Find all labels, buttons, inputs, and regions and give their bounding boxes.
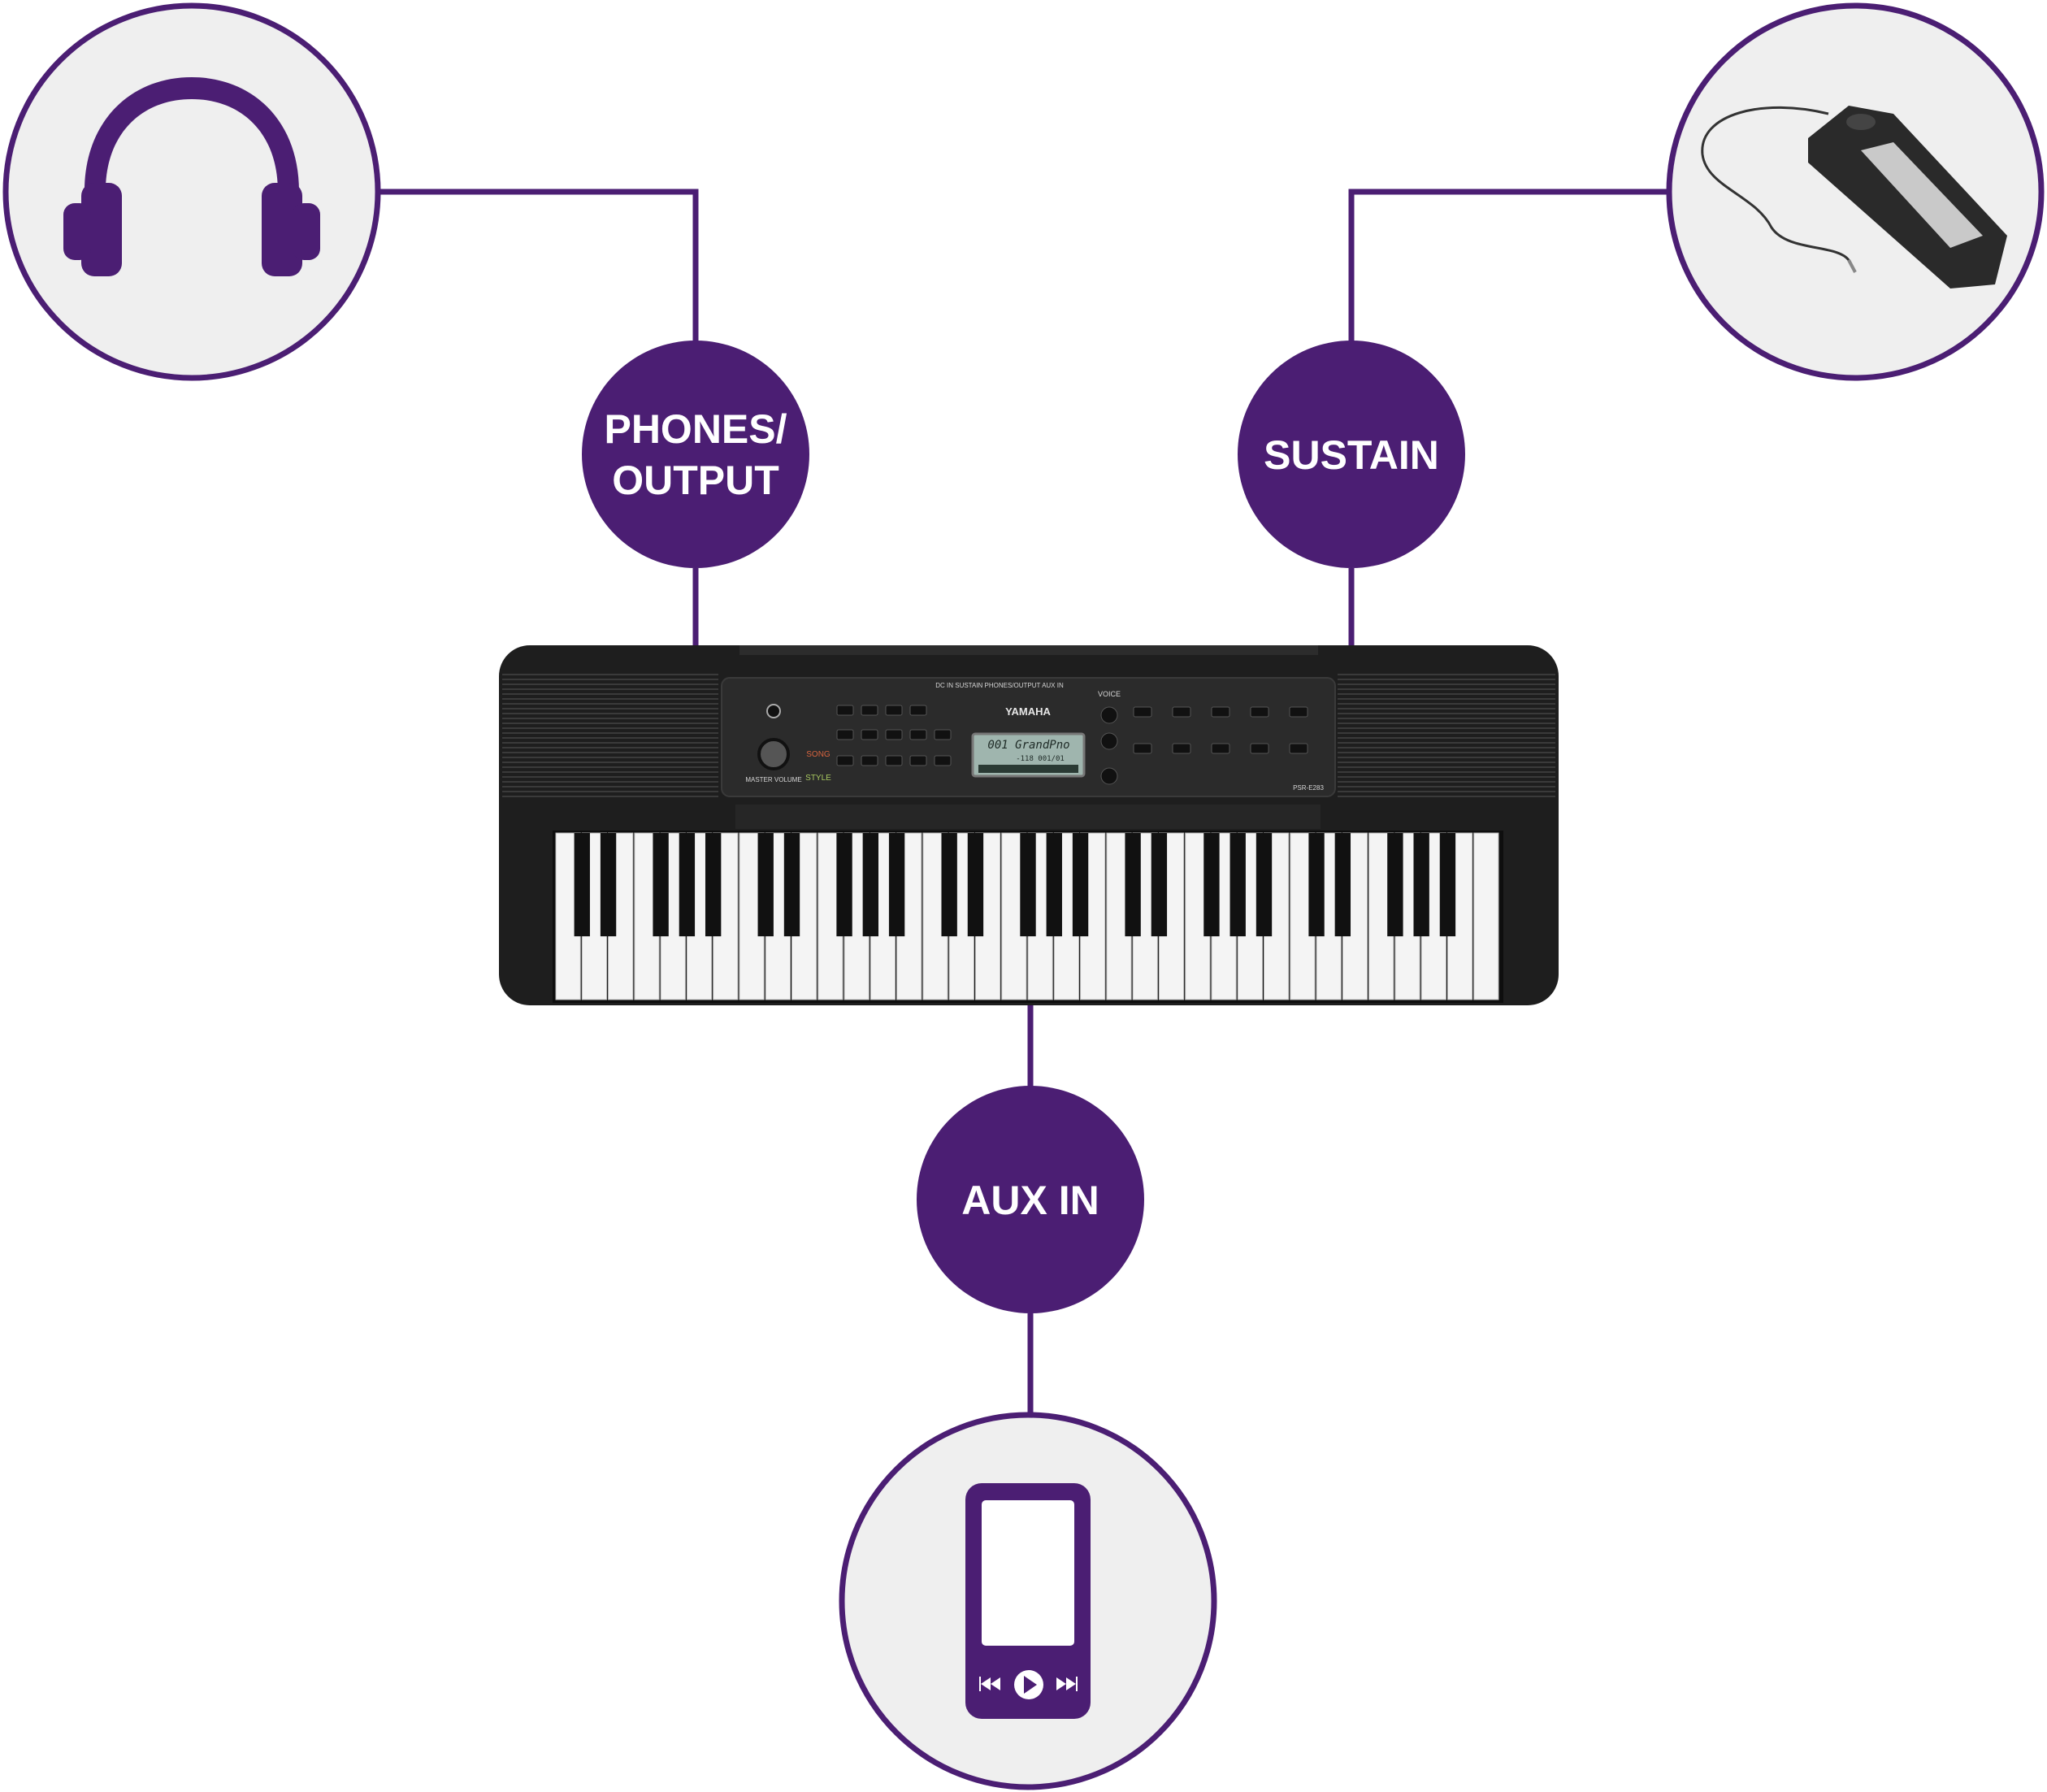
speaker-grille-left: [502, 674, 718, 797]
panel-button[interactable]: [934, 729, 952, 740]
black-key[interactable]: [862, 833, 879, 937]
black-key[interactable]: [1439, 833, 1456, 937]
black-key[interactable]: [1046, 833, 1062, 937]
master-volume-label: MASTER VOLUME: [745, 776, 801, 783]
panel-button[interactable]: [885, 729, 903, 740]
panel-button[interactable]: [885, 705, 903, 716]
voice-number-button[interactable]: [1211, 706, 1230, 718]
black-key[interactable]: [941, 833, 957, 937]
black-key[interactable]: [1125, 833, 1141, 937]
black-key[interactable]: [1308, 833, 1325, 937]
black-key[interactable]: [1387, 833, 1403, 937]
headphones-circle: [2, 2, 381, 381]
master-volume-knob[interactable]: [757, 738, 790, 770]
song-section-label: SONG: [806, 750, 831, 759]
panel-button[interactable]: [836, 755, 854, 766]
black-key[interactable]: [783, 833, 800, 937]
panel-jack-labels: DC IN SUSTAIN PHONES/OUTPUT AUX IN: [935, 682, 1064, 689]
black-key[interactable]: [653, 833, 669, 937]
black-key[interactable]: [574, 833, 590, 937]
sustain-badge: SUSTAIN: [1238, 341, 1465, 568]
panel-button[interactable]: [861, 755, 878, 766]
power-button[interactable]: [766, 704, 781, 718]
lcd-voice-text: 001 GrandPno: [987, 739, 1069, 752]
black-key[interactable]: [1230, 833, 1246, 937]
sustain-label: SUSTAIN: [1264, 432, 1439, 478]
panel-button[interactable]: [934, 755, 952, 766]
panel-button[interactable]: [909, 755, 927, 766]
voice-number-button[interactable]: [1133, 706, 1152, 718]
black-key[interactable]: [836, 833, 852, 937]
sustain-pedal-circle: [1666, 2, 2045, 381]
voice-number-button[interactable]: [1250, 743, 1269, 754]
phones-label-line1: PHONES/: [604, 406, 787, 452]
phones-label-line2: OUTPUT: [612, 458, 779, 503]
sustain-connector-line: [1348, 189, 1667, 342]
keybed: [553, 831, 1503, 1003]
model-label: PSR-E283: [1293, 784, 1324, 792]
panel-button[interactable]: [861, 705, 878, 716]
style-section-label: STYLE: [805, 774, 831, 783]
black-key[interactable]: [1256, 833, 1273, 937]
keyboard: DC IN SUSTAIN PHONES/OUTPUT AUX IN MASTE…: [499, 645, 1559, 1005]
panel-button[interactable]: [909, 705, 927, 716]
sustain-pedal-icon: [1701, 106, 2007, 289]
voice-number-button[interactable]: [1211, 743, 1230, 754]
black-key[interactable]: [1020, 833, 1036, 937]
black-key[interactable]: [600, 833, 617, 937]
phones-connector-line: [379, 189, 699, 342]
aux-in-badge: AUX IN: [917, 1086, 1144, 1313]
voice-number-button[interactable]: [1172, 706, 1191, 718]
voice-number-button[interactable]: [1133, 743, 1152, 754]
voice-number-button[interactable]: [1250, 706, 1269, 718]
rewind-icon: [979, 1677, 1000, 1691]
speaker-grille-right: [1338, 674, 1555, 797]
play-icon: [1014, 1670, 1043, 1699]
black-key[interactable]: [1151, 833, 1168, 937]
voice-number-button[interactable]: [1289, 706, 1308, 718]
white-key[interactable]: [1473, 832, 1499, 1000]
panel-button[interactable]: [836, 705, 854, 716]
black-key[interactable]: [1203, 833, 1220, 937]
panel-button[interactable]: [861, 729, 878, 740]
voice-section-label: VOICE: [1098, 690, 1121, 698]
black-key[interactable]: [1072, 833, 1089, 937]
voice-number-button[interactable]: [1289, 743, 1308, 754]
media-player-circle: [839, 1412, 1217, 1790]
aux-in-label: AUX IN: [961, 1178, 1099, 1223]
voice-icon-strip: [735, 805, 1321, 829]
black-key[interactable]: [967, 833, 984, 937]
black-key[interactable]: [1334, 833, 1351, 937]
black-key[interactable]: [679, 833, 696, 937]
connector-lines: [379, 189, 1667, 1414]
fast-forward-icon: [1056, 1677, 1078, 1691]
panel-button[interactable]: [885, 755, 903, 766]
dial-button[interactable]: [1100, 706, 1118, 724]
panel-button[interactable]: [909, 729, 927, 740]
black-key[interactable]: [1413, 833, 1429, 937]
brand-logo: YAMAHA: [1005, 705, 1051, 718]
media-player-icon: [965, 1483, 1091, 1719]
panel-buttons: [836, 705, 1308, 785]
black-key[interactable]: [888, 833, 905, 937]
phones-output-badge: PHONES/ OUTPUT: [582, 341, 809, 568]
lcd-sub-text: -118 001/01: [1016, 755, 1065, 763]
headphones-icon: [63, 77, 320, 276]
dial-button[interactable]: [1100, 767, 1118, 785]
black-key[interactable]: [757, 833, 774, 937]
dial-button[interactable]: [1100, 732, 1118, 750]
black-key[interactable]: [705, 833, 722, 937]
panel-button[interactable]: [836, 729, 854, 740]
voice-number-button[interactable]: [1172, 743, 1191, 754]
